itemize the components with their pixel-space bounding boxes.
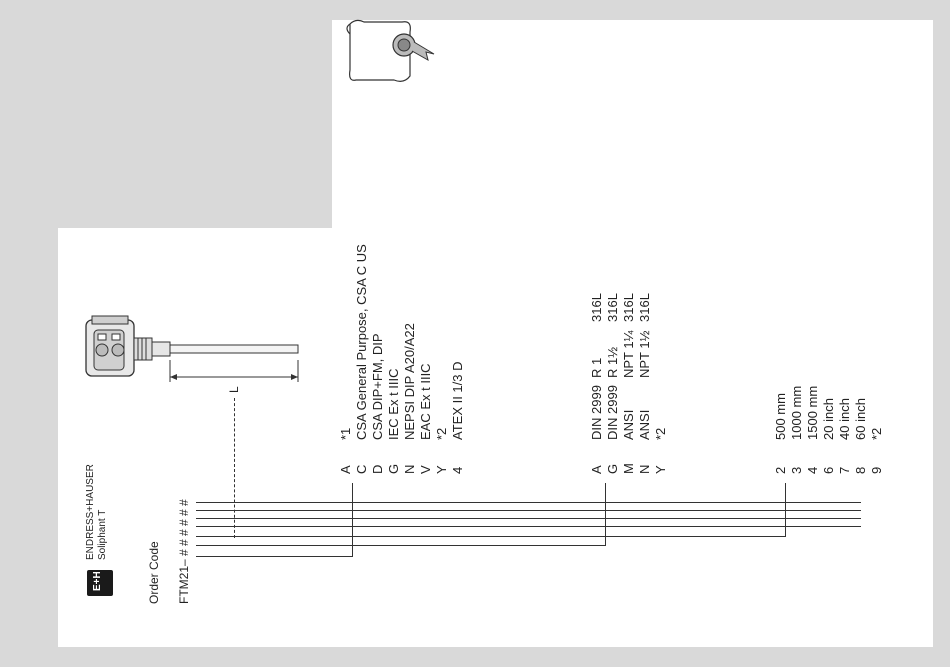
length-code-8: 8	[853, 466, 868, 474]
approval-text-y: *2	[434, 427, 449, 440]
product-name: Soliphant T	[97, 509, 108, 560]
approval-text-g: IEC Ex t IIIC	[386, 368, 401, 440]
process-thread-m: NPT 1¼	[621, 330, 636, 378]
connector-line-4	[196, 526, 861, 527]
approval-text-v: EAC Ex t IIIC	[418, 363, 433, 440]
length-code-4: 4	[805, 466, 820, 474]
process-bracket	[605, 483, 606, 546]
process-code-g: G	[605, 463, 620, 474]
length-code-3: 3	[789, 466, 804, 474]
process-code-y: Y	[653, 465, 668, 474]
length-code-2: 2	[773, 466, 788, 474]
approval-code-g: G	[386, 463, 401, 474]
length-text-9: *2	[869, 427, 884, 440]
order-code-value: FTM21– # # # # # #	[177, 499, 191, 604]
length-code-6: 6	[821, 466, 836, 474]
approval-code-c: C	[354, 464, 369, 474]
approval-code-y: Y	[434, 465, 449, 474]
length-code-7: 7	[837, 466, 852, 474]
eh-logo-icon: E+H	[87, 570, 113, 596]
process-material-n: 316L	[637, 293, 652, 322]
sensor-device-icon	[85, 315, 299, 382]
process-thread-g: R 1½	[605, 346, 620, 378]
length-text-2: 500 mm	[773, 393, 788, 440]
approval-code-n: N	[402, 464, 417, 474]
approval-bracket	[352, 483, 353, 557]
connector-line-2	[196, 510, 861, 511]
process-code-n: N	[637, 464, 652, 474]
approval-text-a: *1	[338, 427, 353, 440]
process-standard-y: *2	[653, 427, 668, 440]
approval-code-a: A	[338, 465, 353, 474]
approval-code-4: 4	[450, 466, 465, 474]
length-code-9: 9	[869, 466, 884, 474]
length-text-6: 20 inch	[821, 398, 836, 440]
approval-text-d: CSA DIP+FM, DIP	[370, 333, 385, 440]
process-material-m: 316L	[621, 293, 636, 322]
length-text-3: 1000 mm	[789, 385, 804, 440]
length-text-4: 1500 mm	[805, 385, 820, 440]
length-label: L	[227, 386, 241, 393]
process-standard-a: DIN 2999	[589, 385, 604, 440]
length-text-8: 60 inch	[853, 398, 868, 440]
connector-line-6	[196, 545, 606, 546]
process-thread-a: R 1	[589, 357, 604, 378]
length-text-7: 40 inch	[837, 398, 852, 440]
approval-code-d: D	[370, 464, 385, 474]
content-frame-upper	[332, 20, 933, 228]
eh-logo-text: E+H	[92, 571, 103, 591]
certificate-scroll-icon	[346, 19, 435, 82]
process-thread-n: NPT 1½	[637, 330, 652, 378]
brand-name: ENDRESS+HAUSER	[85, 464, 96, 560]
process-code-a: A	[589, 465, 604, 474]
approval-text-4: ATEX II 1/3 D	[450, 361, 465, 440]
length-leader-line	[234, 398, 235, 538]
process-material-g: 316L	[605, 293, 620, 322]
connector-line-3	[196, 518, 861, 519]
connector-line-7	[196, 556, 352, 557]
process-material-a: 316L	[589, 293, 604, 322]
process-standard-m: ANSI	[621, 409, 636, 440]
process-code-m: M	[621, 463, 636, 474]
approval-code-v: V	[418, 465, 433, 474]
approval-text-c: CSA General Purpose, CSA C US	[354, 244, 369, 440]
approval-text-n: NEPSI DIP A20/A22	[402, 323, 417, 440]
connector-line-1	[196, 502, 861, 503]
process-standard-n: ANSI	[637, 409, 652, 440]
process-standard-g: DIN 2999	[605, 385, 620, 440]
connector-line-5	[196, 536, 786, 537]
length-bracket	[785, 483, 786, 537]
order-code-label: Order Code	[147, 541, 161, 604]
gray-corner-block	[58, 20, 332, 228]
